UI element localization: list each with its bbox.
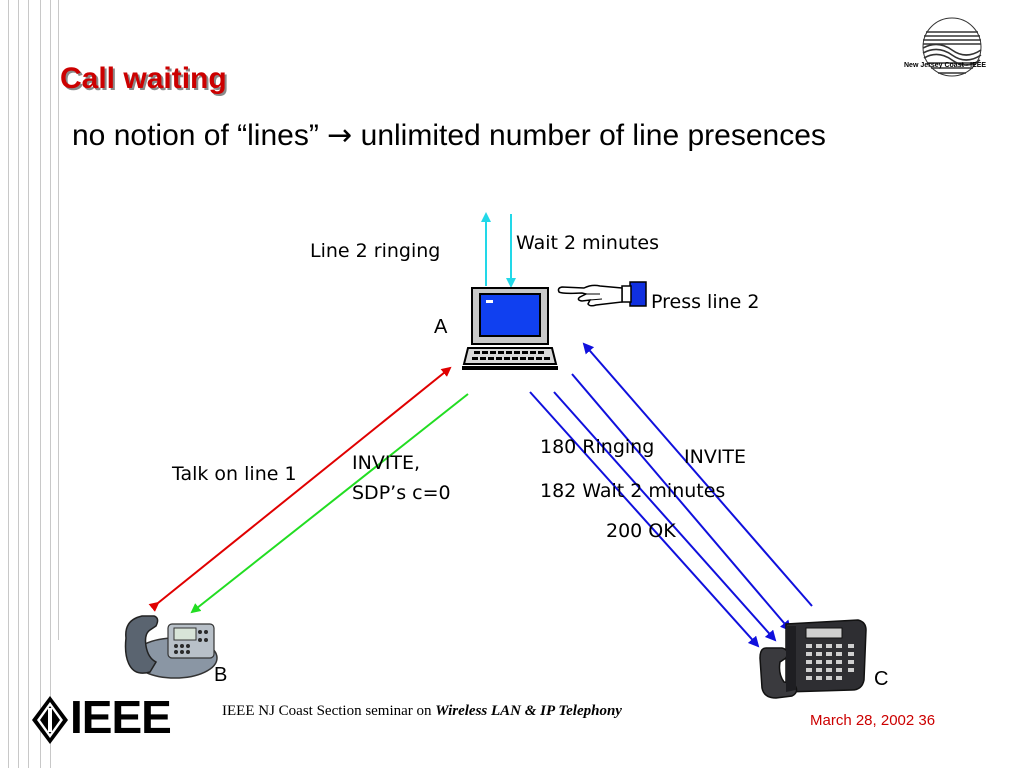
multi-line-phone-icon xyxy=(759,619,867,699)
invite-from-c-arrow xyxy=(582,342,813,607)
computer-terminal-icon xyxy=(462,287,558,370)
ringing-180-label: 180 Ringing xyxy=(540,436,655,458)
subtitle-part-2: unlimited number of line presences xyxy=(352,119,826,152)
left-rule-2 xyxy=(18,0,19,768)
nj-coast-logo-caption: New Jersey Coast - IEEE xyxy=(904,62,987,69)
invite-sdp-label-line1: INVITE, xyxy=(352,452,421,474)
ok-200-arrow xyxy=(529,391,760,648)
footer-text-prefix: IEEE NJ Coast Section seminar on xyxy=(222,703,436,719)
node-b-label: B xyxy=(214,664,228,686)
left-rule-6 xyxy=(58,0,59,640)
talk-line1-label: Talk on line 1 xyxy=(172,463,297,485)
ieee-logo-text: IEEE xyxy=(70,691,172,743)
ringing-180-arrow xyxy=(571,373,792,632)
press-line-2-label: Press line 2 xyxy=(651,291,760,313)
wait-2-minutes-label: Wait 2 minutes xyxy=(516,232,660,254)
left-rule-4 xyxy=(40,0,41,768)
subtitle-part-1: no notion of “lines” xyxy=(72,119,328,152)
left-rule-3 xyxy=(28,0,29,768)
wait-182-label: 182 Wait 2 minutes xyxy=(540,480,726,502)
footer-seminar-text: IEEE NJ Coast Section seminar on Wireles… xyxy=(222,703,622,720)
line2-ringing-label: Line 2 ringing xyxy=(310,240,441,262)
nj-coast-logo xyxy=(922,17,982,77)
slide-title: Call waiting xyxy=(60,62,227,95)
invite-sdp-arrow xyxy=(190,393,469,614)
footer-text-emphasis: Wireless LAN & IP Telephony xyxy=(435,703,622,719)
wait-182-arrow xyxy=(553,391,777,642)
node-a-label: A xyxy=(434,316,448,338)
talk-line1-arrow xyxy=(148,366,452,612)
invite-label: INVITE xyxy=(684,446,747,468)
ieee-diamond-logo-icon xyxy=(32,696,68,744)
pointing-hand-icon xyxy=(557,281,647,307)
ok-200-label: 200 OK xyxy=(606,520,676,542)
left-rule-1 xyxy=(8,0,9,768)
slide-subtitle: no notion of “lines” → unlimited number … xyxy=(72,118,826,153)
invite-sdp-label-line2: SDP’s c=0 xyxy=(352,482,451,504)
footer-date-page: March 28, 2002 36 xyxy=(810,712,936,729)
left-rule-5 xyxy=(50,0,51,768)
desk-phone-icon xyxy=(124,615,218,679)
arrow-right-icon: → xyxy=(327,118,353,153)
node-c-label: C xyxy=(874,668,889,690)
